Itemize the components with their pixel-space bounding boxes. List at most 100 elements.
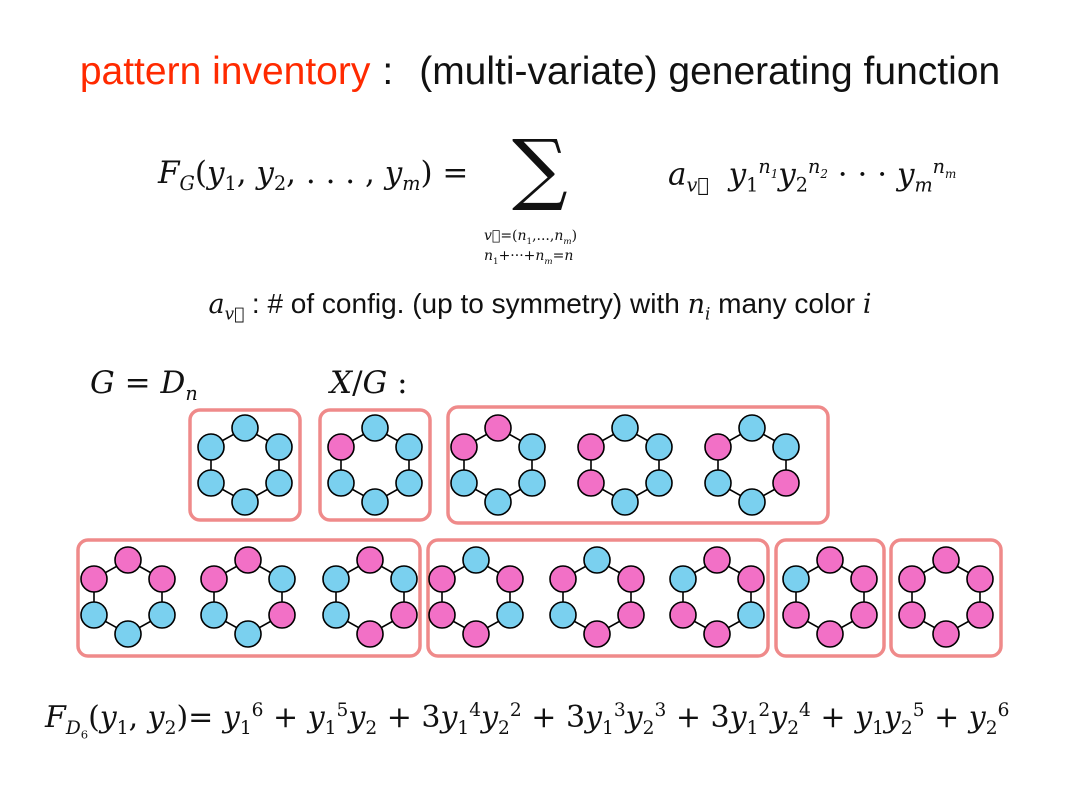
result-formula: FD6(y1, y2)= y16 + y15y2 + 3y14y22 + 3y1… <box>45 700 1010 742</box>
definition-text-after: many color <box>718 288 856 319</box>
bead-pink <box>390 601 418 629</box>
bead-pink <box>114 546 142 574</box>
bead-blue <box>738 414 766 442</box>
sum-index-condition-1: v⃗=(n1,...,nm) <box>484 228 578 247</box>
bead-blue <box>322 565 350 593</box>
bead-pink <box>966 601 994 629</box>
bead-blue <box>231 488 259 516</box>
bead-blue <box>772 433 800 461</box>
bead-pink <box>549 565 577 593</box>
bead-blue <box>549 601 577 629</box>
definition-text: : # of config. (up to symmetry) with <box>251 288 680 319</box>
bead-blue <box>737 601 765 629</box>
bead-blue <box>611 414 639 442</box>
bead-blue <box>645 469 673 497</box>
bead-pink <box>428 601 456 629</box>
bead-pink <box>932 546 960 574</box>
bead-blue <box>645 433 673 461</box>
bead-pink <box>617 565 645 593</box>
bead-blue <box>450 469 478 497</box>
bead-pink <box>450 433 478 461</box>
bead-blue <box>80 601 108 629</box>
bead-pink <box>80 565 108 593</box>
sum-index-condition-2: n1+···+nm=n <box>484 248 574 267</box>
bead-blue <box>496 601 524 629</box>
bead-blue <box>265 433 293 461</box>
orbit-box <box>318 408 432 522</box>
bead-blue <box>197 433 225 461</box>
generating-function-lhs: FG(y1, y2, . . . , ym) = <box>158 155 469 196</box>
coefficient-definition: av⃗ : # of config. (up to symmetry) with… <box>0 288 1080 323</box>
orbit-box <box>446 405 830 525</box>
bead-pink <box>737 565 765 593</box>
bead-pink <box>428 565 456 593</box>
orbit-box <box>426 538 770 658</box>
bead-blue <box>268 565 296 593</box>
bead-pink <box>577 469 605 497</box>
bead-pink <box>200 565 228 593</box>
var-n-i: ni <box>687 289 711 324</box>
bead-blue <box>327 469 355 497</box>
bead-blue <box>114 620 142 648</box>
bead-pink <box>462 620 490 648</box>
bead-pink <box>772 469 800 497</box>
orbit-box <box>76 538 422 658</box>
bead-blue <box>782 565 810 593</box>
coefficient-symbol: av⃗ <box>208 289 245 324</box>
bead-pink <box>327 433 355 461</box>
bead-blue <box>361 414 389 442</box>
sum-term: av⃗ y1n1y2n2 · · · ymnm <box>668 155 957 197</box>
bead-pink <box>234 546 262 574</box>
bead-blue <box>704 469 732 497</box>
bead-blue <box>197 469 225 497</box>
bead-blue <box>395 469 423 497</box>
group-label: G = Dn <box>90 365 198 406</box>
bead-blue <box>395 433 423 461</box>
bead-pink <box>782 601 810 629</box>
orbit-box <box>889 538 1003 658</box>
bead-pink <box>703 546 731 574</box>
title-term: pattern inventory <box>79 50 371 93</box>
bead-blue <box>200 601 228 629</box>
orbit-box <box>774 538 886 658</box>
bead-blue <box>518 469 546 497</box>
bead-blue <box>234 620 262 648</box>
bead-pink <box>816 546 844 574</box>
orbit-label: X/G : <box>330 365 408 401</box>
bead-pink <box>898 601 926 629</box>
bead-pink <box>484 414 512 442</box>
var-color-i: i <box>862 289 872 320</box>
summation-symbol: ∑ <box>512 124 568 214</box>
bead-pink <box>577 433 605 461</box>
bead-blue <box>265 469 293 497</box>
bead-blue <box>462 546 490 574</box>
bead-pink <box>583 620 611 648</box>
bead-pink <box>669 601 697 629</box>
bead-pink <box>898 565 926 593</box>
bead-blue <box>738 488 766 516</box>
orbit-box <box>188 408 302 522</box>
bead-blue <box>669 565 697 593</box>
title-description: (multi-variate) generating function <box>419 50 1001 93</box>
bead-pink <box>356 620 384 648</box>
bead-pink <box>932 620 960 648</box>
bead-pink <box>850 601 878 629</box>
bead-pink <box>704 433 732 461</box>
title-separator: : <box>382 50 394 93</box>
bead-blue <box>518 433 546 461</box>
bead-pink <box>148 565 176 593</box>
bead-blue <box>322 601 350 629</box>
bead-pink <box>816 620 844 648</box>
bead-blue <box>611 488 639 516</box>
bead-pink <box>356 546 384 574</box>
bead-pink <box>268 601 296 629</box>
bead-pink <box>703 620 731 648</box>
bead-pink <box>496 565 524 593</box>
bead-blue <box>361 488 389 516</box>
slide-title: pattern inventory: (multi-variate) genera… <box>0 50 1080 94</box>
bead-blue <box>583 546 611 574</box>
bead-blue <box>148 601 176 629</box>
bead-blue <box>484 488 512 516</box>
bead-blue <box>231 414 259 442</box>
